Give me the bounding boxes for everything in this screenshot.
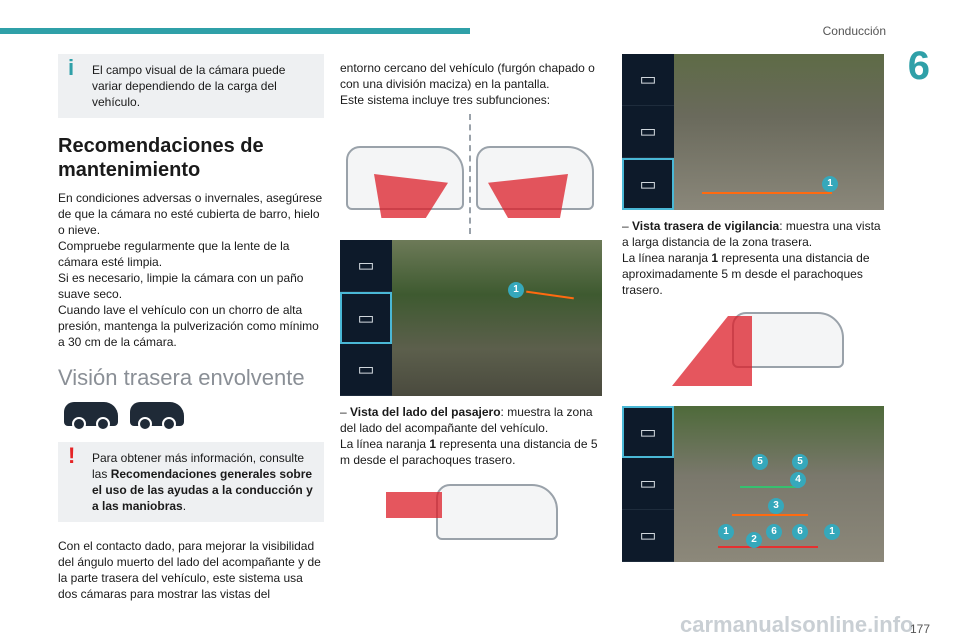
- info-note-text: El campo visual de la cámara puede varia…: [92, 63, 286, 109]
- camera-sidebar: ▭ ▭ ▭: [622, 406, 674, 562]
- camera-scene: [392, 240, 602, 396]
- info-note: i El campo visual de la cámara puede var…: [58, 54, 324, 118]
- guide-line-green: [740, 486, 800, 488]
- warning-icon: !: [68, 443, 76, 468]
- marker-badge: 4: [790, 472, 806, 488]
- marker-badge: 1: [822, 176, 838, 192]
- heading-rear-vision: Visión trasera envolvente: [58, 365, 305, 390]
- side-view-icon: ▭: [622, 106, 674, 158]
- marker-badge: 3: [768, 498, 784, 514]
- marker-badge: 5: [752, 454, 768, 470]
- chapter-number: 6: [907, 44, 930, 88]
- paragraph: En condiciones adversas o invernales, as…: [58, 191, 323, 237]
- bullet-rear: – Vista trasera de vigilancia: muestra u…: [622, 219, 881, 249]
- paragraph: La línea naranja 1 representa una distan…: [622, 251, 870, 297]
- column-2: entorno cercano del vehículo (furgón cha…: [340, 60, 602, 550]
- rear-view-icon: ▭: [622, 54, 674, 106]
- marker-badge: 6: [766, 524, 782, 540]
- rear-wide-view-icon: ▭: [340, 344, 392, 396]
- header-bar: [0, 28, 470, 34]
- rear-wide-view-icon: ▭: [622, 510, 674, 562]
- column-3: ▭ ▭ ▭ 1 – Vista trasera de vigilancia: m…: [622, 54, 884, 562]
- divider: [469, 114, 471, 234]
- marker-badge: 6: [792, 524, 808, 540]
- bullet-passenger: – Vista del lado del pasajero: muestra l…: [340, 405, 593, 435]
- vehicle-icons: [64, 402, 324, 431]
- side-view-icon: ▭: [340, 291, 392, 344]
- van-outline: [436, 484, 558, 540]
- side-view-icon: ▭: [622, 458, 674, 510]
- marker-badge: 1: [508, 282, 524, 298]
- side-zone-diagram: [340, 474, 602, 544]
- guide-line-orange: [732, 514, 808, 516]
- paragraph: La línea naranja 1 representa una distan…: [340, 437, 598, 467]
- side-zone: [386, 492, 442, 518]
- rear-zone: [672, 316, 752, 386]
- rear-view-icon: ▭: [622, 406, 674, 458]
- info-icon: i: [68, 55, 75, 80]
- mirror-diagram: [340, 114, 602, 234]
- camera-view-rear: ▭ ▭ ▭ 1: [622, 54, 884, 210]
- camera-sidebar: ▭ ▭ ▭: [340, 240, 392, 396]
- guide-line-red: [718, 546, 818, 548]
- marker-badge: 5: [792, 454, 808, 470]
- marker-badge: 1: [824, 524, 840, 540]
- rear-zone-diagram: [622, 304, 884, 400]
- camera-scene: [674, 54, 884, 210]
- paragraph: Con el contacto dado, para mejorar la vi…: [58, 539, 321, 601]
- camera-view-rear-grid: ▭ ▭ ▭ 5 5 4 3 1 2 6 6 1: [622, 406, 884, 562]
- section-title: Conducción: [822, 24, 886, 38]
- paragraph: Este sistema incluye tres subfunciones:: [340, 93, 551, 107]
- watermark: carmanualsonline.info: [680, 612, 914, 637]
- warning-note-text: Para obtener más información, consulte l…: [92, 451, 313, 513]
- rear-view-icon: ▭: [340, 240, 392, 292]
- camera-scene: [674, 406, 884, 562]
- camera-view-passenger: ▭ ▭ ▭ 1: [340, 240, 602, 396]
- rear-wide-view-icon: ▭: [622, 157, 674, 210]
- paragraph: entorno cercano del vehículo (furgón cha…: [340, 61, 595, 91]
- van-icon: [130, 402, 184, 431]
- marker-badge: 1: [718, 524, 734, 540]
- camera-sidebar: ▭ ▭ ▭: [622, 54, 674, 210]
- warning-note: ! Para obtener más información, consulte…: [58, 442, 324, 522]
- page-number: 177: [909, 622, 930, 636]
- distance-line: [702, 192, 832, 194]
- paragraph: Si es necesario, limpie la cámara con un…: [58, 271, 304, 301]
- van-icon: [64, 402, 118, 431]
- paragraph: Cuando lave el vehículo con un chorro de…: [58, 303, 319, 349]
- paragraph: Compruebe regularmente que la lente de l…: [58, 239, 290, 269]
- column-1: i El campo visual de la cámara puede var…: [58, 54, 324, 602]
- heading-maintenance: Recomendaciones de mantenimiento: [58, 135, 264, 181]
- marker-badge: 2: [746, 532, 762, 548]
